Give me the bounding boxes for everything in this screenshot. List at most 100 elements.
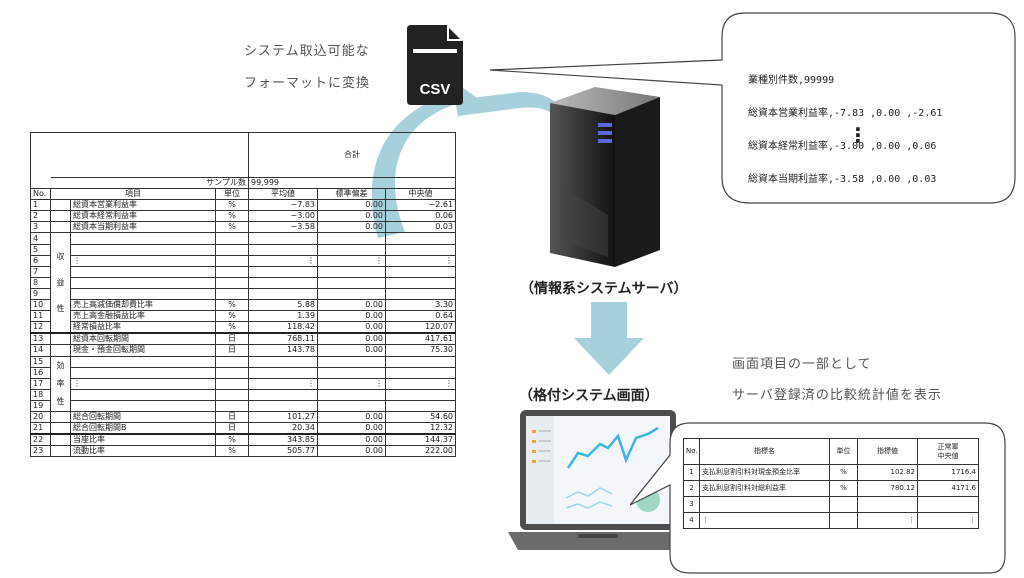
row-median [385,276,456,289]
group-efficiency: 効率性 [50,355,71,412]
row-no: 6 [30,254,51,267]
col-mean: 平均値 [248,188,318,201]
group-blank [50,199,71,212]
row-median [385,265,456,278]
row-sd [317,399,386,412]
row-median: 120.07 [385,321,456,334]
row-unit: % [215,445,249,458]
csv-speech-bubble [490,12,1016,204]
group-blank [50,221,71,234]
row-no: 4 [30,232,51,245]
row-mean: −3.00 [248,210,318,223]
row-median [385,388,456,401]
row-median [385,399,456,412]
col-no: No. [30,188,51,201]
row-median: 12.32 [385,422,456,435]
row-item [70,388,216,401]
screen-row-unit: % [829,464,858,481]
row-unit: % [215,199,249,212]
row-unit: % [215,321,249,334]
display-caption-line2: サーバ登録済の比較統計値を表示 [732,388,942,403]
row-no: 21 [30,422,51,435]
row-sd [317,276,386,289]
group-char: 性 [56,303,65,313]
arrow-csv-to-server [455,92,578,135]
row-no: 17 [30,377,51,390]
convert-caption-line1: システム取込可能な [244,44,370,59]
row-mean [248,276,318,289]
col-unit: 単位 [215,188,249,201]
col-median: 中央値 [385,188,456,201]
row-no: 9 [30,287,51,301]
row-sd [317,287,386,301]
row-median: 0.64 [385,310,456,323]
screen-row-name [699,496,830,513]
table-row: 6⋮⋮⋮⋮ [30,254,456,267]
csv-line: 総資本営業利益率,-7.83 ,0.00 ,-2.61 [748,108,943,119]
row-no: 11 [30,310,51,323]
row-sd: 0.00 [317,433,386,447]
row-mean: 143.78 [248,344,318,357]
screen-row-name: 支払利息割引料対総利益率 [699,480,830,497]
group-char: 性 [56,396,65,406]
row-mean [248,287,318,301]
row-no: 13 [30,332,51,346]
row-median: 222.00 [385,445,456,458]
row-sd: 0.00 [317,410,386,424]
row-item [70,366,216,379]
row-median: 0.06 [385,210,456,223]
row-mean [248,399,318,412]
row-unit: % [215,299,249,312]
row-median [385,232,456,245]
display-caption-line1: 画面項目の一部として [732,357,872,372]
row-item [70,355,216,368]
screen-row-value: ⋮ [857,512,918,529]
screen-row-median: ⋮ [917,512,979,529]
row-unit [215,287,249,301]
table-row: 7 [30,265,456,278]
csv-line: 総資本経常利益率,-3.00 ,0.00 ,0.06 [748,141,937,152]
row-no: 8 [30,276,51,289]
statistics-source-table: 合計 サンプル数 99,999 No. 項目 単位 平均値 標準偏差 中央値 1… [30,132,456,458]
table-row: 8 [30,276,456,289]
row-mean: −7.83 [248,199,318,212]
row-sd: ⋮ [317,377,386,390]
row-unit [215,388,249,401]
screen-col-median: 正常軍中央値 [917,438,979,465]
row-unit: 日 [215,344,249,357]
row-mean: 101.27 [248,410,318,424]
server-label: （情報系システムサーバ） [520,281,688,297]
row-unit [215,355,249,368]
col-sd: 標準偏差 [317,188,386,201]
row-no: 14 [30,344,51,357]
row-mean [248,243,318,256]
server-tower-icon [540,85,665,270]
row-item: 総資本経常利益率 [70,210,216,223]
table-row: 17⋮⋮⋮⋮ [30,377,456,390]
row-item [70,287,216,301]
screen-row-unit [829,496,858,513]
screen-col-name: 指標名 [699,438,830,465]
table-row: 5 [30,243,456,256]
row-median: 144.37 [385,433,456,447]
group-blank [50,422,71,435]
row-sd [317,366,386,379]
group-char: 率 [56,378,65,388]
group-blank [50,433,71,447]
screen-row-value [857,496,918,513]
sample-value: 99,999 [248,176,456,190]
row-item: 当座比率 [70,433,216,447]
row-unit: 日 [215,410,249,424]
row-median: 0.03 [385,221,456,234]
row-sd: ⋮ [317,254,386,267]
row-unit [215,377,249,390]
screen-table-row: 4⋮⋮⋮ [683,512,979,529]
row-mean: 118.42 [248,321,318,334]
table-row: 16 [30,366,456,379]
group-profitability: 収益性 [50,232,71,334]
